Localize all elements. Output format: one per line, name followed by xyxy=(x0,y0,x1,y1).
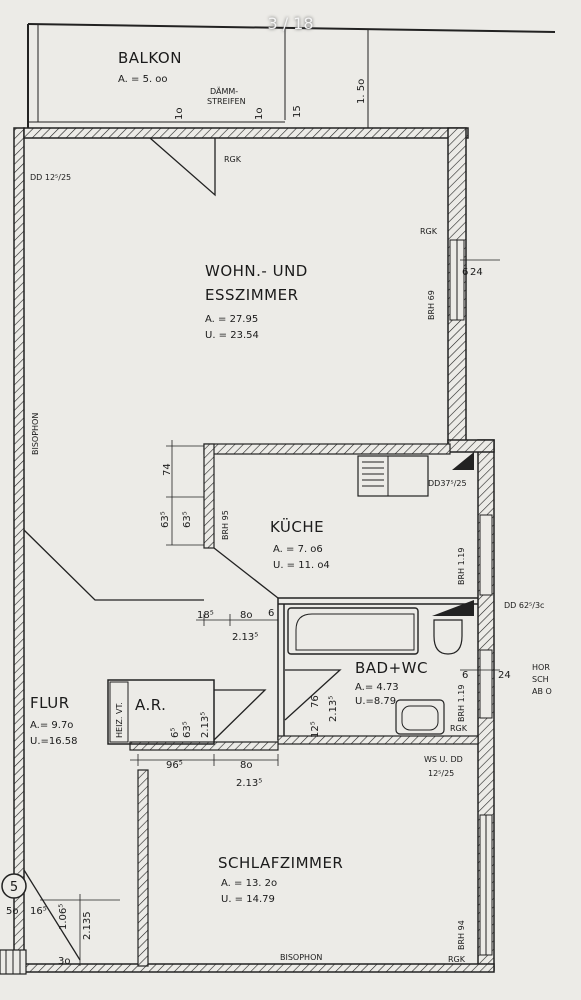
room-perimeter-bad: U.=8.79 xyxy=(355,696,396,707)
door-swings xyxy=(23,137,342,961)
room-name-bad: BAD+WC xyxy=(355,659,428,677)
label-rgk-4: RGK xyxy=(448,955,466,964)
dim-1-06-5: 1.06⁵ xyxy=(58,904,69,930)
label-hor-1: HOR xyxy=(532,663,550,672)
room-name-wohn-1: WOHN.- UND xyxy=(205,262,308,280)
label-dd-2: DD37⁵/25 xyxy=(428,479,467,488)
label-dd-3: DD 62⁵/3c xyxy=(504,601,544,610)
wall-kitchen-left xyxy=(203,443,215,549)
dim-1-5o: 1. 5o xyxy=(356,79,367,104)
wall-bath-bottom xyxy=(277,735,479,745)
dim-6-5: 6⁵ xyxy=(170,728,181,738)
wall-left xyxy=(13,127,25,969)
label-dd-1: DD 12⁵/25 xyxy=(30,173,71,182)
room-area-kueche: A. = 7. o6 xyxy=(273,544,323,555)
dim-16-5: 16⁵ xyxy=(30,906,47,917)
window-right-bath xyxy=(479,649,493,719)
dim-3o: 3o xyxy=(58,956,70,967)
dim-18-5: 18⁵ xyxy=(197,610,214,621)
room-perimeter-schlaf: U. = 14.79 xyxy=(221,894,275,905)
label-rgk-1: RGK xyxy=(224,155,242,164)
dim-1o-a: 1o xyxy=(174,108,185,120)
dim-2135-d: 2.13⁵ xyxy=(236,778,262,789)
bathtub xyxy=(287,607,419,655)
dim-63-5-c: 63⁵ xyxy=(182,721,193,738)
dim-2-135-e: 2.135 xyxy=(82,911,93,940)
dim-8o-a: 8o xyxy=(240,610,252,621)
label-heiz: HEIZ. VT. xyxy=(115,702,124,738)
duct-kitchen xyxy=(452,452,474,470)
label-ws-2: 12⁵/25 xyxy=(428,769,454,778)
toilet xyxy=(433,619,463,655)
duct-bath xyxy=(432,600,474,616)
dim-24-b: 24 xyxy=(498,670,511,681)
dim-12-5: 12⁵ xyxy=(310,721,321,738)
room-name-ar: A.R. xyxy=(135,696,166,714)
kitchen-counter xyxy=(357,455,429,497)
room-area-balkon: A. = 5. oo xyxy=(118,74,168,85)
room-perimeter-flur: U.=16.58 xyxy=(30,736,78,747)
dim-8o-b: 8o xyxy=(240,760,252,771)
room-name-flur: FLUR xyxy=(30,694,70,712)
wash-basin xyxy=(395,699,445,735)
label-hor-3: AB O xyxy=(532,687,552,696)
room-name-wohn-2: ESSZIMMER xyxy=(205,286,299,304)
dim-24-a: 24 xyxy=(470,267,483,278)
balcony-outline xyxy=(27,23,556,128)
dim-2135-b: 2.13⁵ xyxy=(200,712,211,738)
label-brh-119-kitchen: BRH 1.19 xyxy=(457,548,466,585)
marker-circle xyxy=(1,873,27,899)
dim-2135-c: 2.13⁵ xyxy=(328,696,339,722)
room-area-schlaf: A. = 13. 2o xyxy=(221,878,277,889)
dim-6-b: 6 xyxy=(268,608,274,619)
dim-5o: 5o xyxy=(6,906,18,917)
label-bisophon-bottom: BISOPHON xyxy=(280,953,322,962)
room-perimeter-wohn: U. = 23.54 xyxy=(205,330,259,341)
dimension-lines xyxy=(40,259,500,966)
room-name-kueche: KÜCHE xyxy=(270,517,324,536)
dim-76: 76 xyxy=(310,695,321,708)
room-name-schlaf: SCHLAFZIMMER xyxy=(218,854,343,872)
wall-bottom xyxy=(13,963,495,973)
label-daemm-1: DÄMM- xyxy=(210,86,238,96)
room-perimeter-kueche: U. = 11. o4 xyxy=(273,560,330,571)
label-brh-69: BRH 69 xyxy=(427,290,436,320)
dim-1o-b: 1o xyxy=(254,108,265,120)
wall-step-right xyxy=(447,439,495,453)
wall-top xyxy=(23,127,469,139)
dim-6-c: 6 xyxy=(462,670,468,681)
room-name-balkon: BALKON xyxy=(118,49,182,67)
label-hor-2: SCH xyxy=(532,675,549,684)
dim-74: 74 xyxy=(162,463,173,476)
label-rgk-3: RGK xyxy=(450,724,468,733)
dim-2135-a: 2.13⁵ xyxy=(232,632,258,643)
dim-15: 15 xyxy=(292,105,303,118)
wall-kitchen-top xyxy=(203,443,451,455)
dim-635-b: 63⁵ xyxy=(182,511,193,528)
label-rgk-2: RGK xyxy=(420,227,438,236)
dim-635-a: 63⁵ xyxy=(160,511,171,528)
label-ws-1: WS U. DD xyxy=(424,755,463,764)
window-right-kitchen xyxy=(479,514,493,596)
label-daemm-2: STREIFEN xyxy=(207,97,246,106)
label-bisophon-left: BISOPHON xyxy=(31,413,40,455)
dim-6-a: 6 xyxy=(462,267,468,278)
wall-bedroom-top xyxy=(129,741,279,751)
room-area-bad: A.= 4.73 xyxy=(355,682,399,693)
label-brh-119-bath: BRH 1.19 xyxy=(457,685,466,722)
wall-bedroom-left xyxy=(137,769,149,967)
room-area-flur: A.= 9.7o xyxy=(30,720,73,731)
image-counter: 3 / 18 xyxy=(267,14,314,33)
label-brh-95: BRH 95 xyxy=(221,510,230,540)
dim-96-5: 96⁵ xyxy=(166,760,183,771)
storage-outline xyxy=(107,679,215,745)
room-area-wohn: A. = 27.95 xyxy=(205,314,258,325)
label-brh-94: BRH 94 xyxy=(457,920,466,950)
storage-heater xyxy=(109,681,129,743)
marker-number: 5 xyxy=(10,880,18,895)
